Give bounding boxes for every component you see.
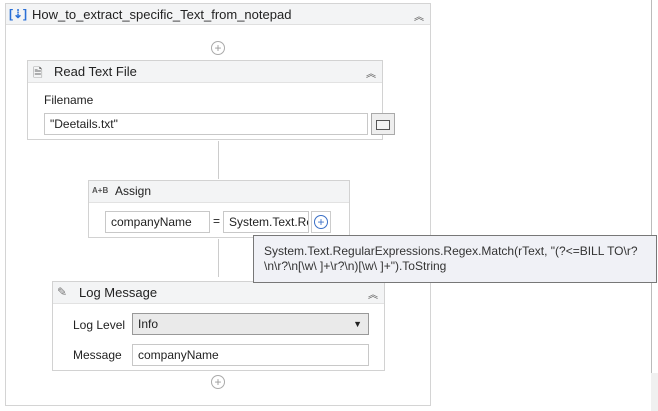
sequence-header[interactable]: [⇣] How_to_extract_specific_Text_from_no… [6,4,430,25]
sequence-title: How_to_extract_specific_Text_from_notepa… [32,7,292,22]
activity-header[interactable]: ✎ Log Message ︽ [53,282,384,304]
activity-header[interactable]: A+B Assign [89,181,349,203]
filename-input[interactable]: "Deetails.txt" [44,113,368,135]
log-message-icon: ✎ [57,285,68,299]
panel-divider [651,0,652,373]
connector [218,141,219,179]
expand-button[interactable]: + [311,211,331,233]
read-file-icon: 🗎 [33,66,43,80]
add-activity-button[interactable]: + [211,41,225,55]
assign-value-input[interactable]: System.Text.Re [223,211,309,233]
log-level-value: Info [138,317,159,331]
message-label: Message [73,348,122,362]
assign-to-input[interactable]: companyName [105,211,210,233]
log-level-select[interactable]: Info ▼ [132,313,369,335]
dropdown-arrow-icon: ▼ [353,319,362,329]
activity-title: Assign [115,184,152,198]
log-level-label: Log Level [73,318,126,332]
assign-activity[interactable]: A+B Assign companyName = System.Text.Re … [88,180,350,238]
sequence-icon: [⇣] [9,7,28,21]
collapse-icon[interactable]: ︽ [414,12,424,23]
activity-title: Read Text File [54,64,137,79]
message-input[interactable]: companyName [132,344,369,366]
sequence-container[interactable]: [⇣] How_to_extract_specific_Text_from_no… [5,3,431,406]
collapse-icon[interactable]: ︽ [368,290,378,301]
browse-folder-button[interactable] [371,113,395,135]
equals-sign: = [213,214,221,228]
plus-icon: + [314,215,328,229]
activity-header[interactable]: 🗎 Read Text File ︽ [28,61,382,83]
assign-icon: A+B [92,186,109,195]
log-message-activity[interactable]: ✎ Log Message ︽ Log Level Info ▼ Message… [52,281,385,371]
collapse-icon[interactable]: ︽ [366,69,376,80]
scrollbar-corner [651,373,658,411]
filename-label: Filename [44,93,94,107]
connector [218,239,219,277]
add-activity-button[interactable]: + [211,375,225,389]
read-text-file-activity[interactable]: 🗎 Read Text File ︽ Filename "Deetails.tx… [27,60,395,140]
activity-title: Log Message [79,285,158,300]
folder-icon [376,120,390,130]
expression-tooltip: System.Text.RegularExpressions.Regex.Mat… [253,235,657,283]
